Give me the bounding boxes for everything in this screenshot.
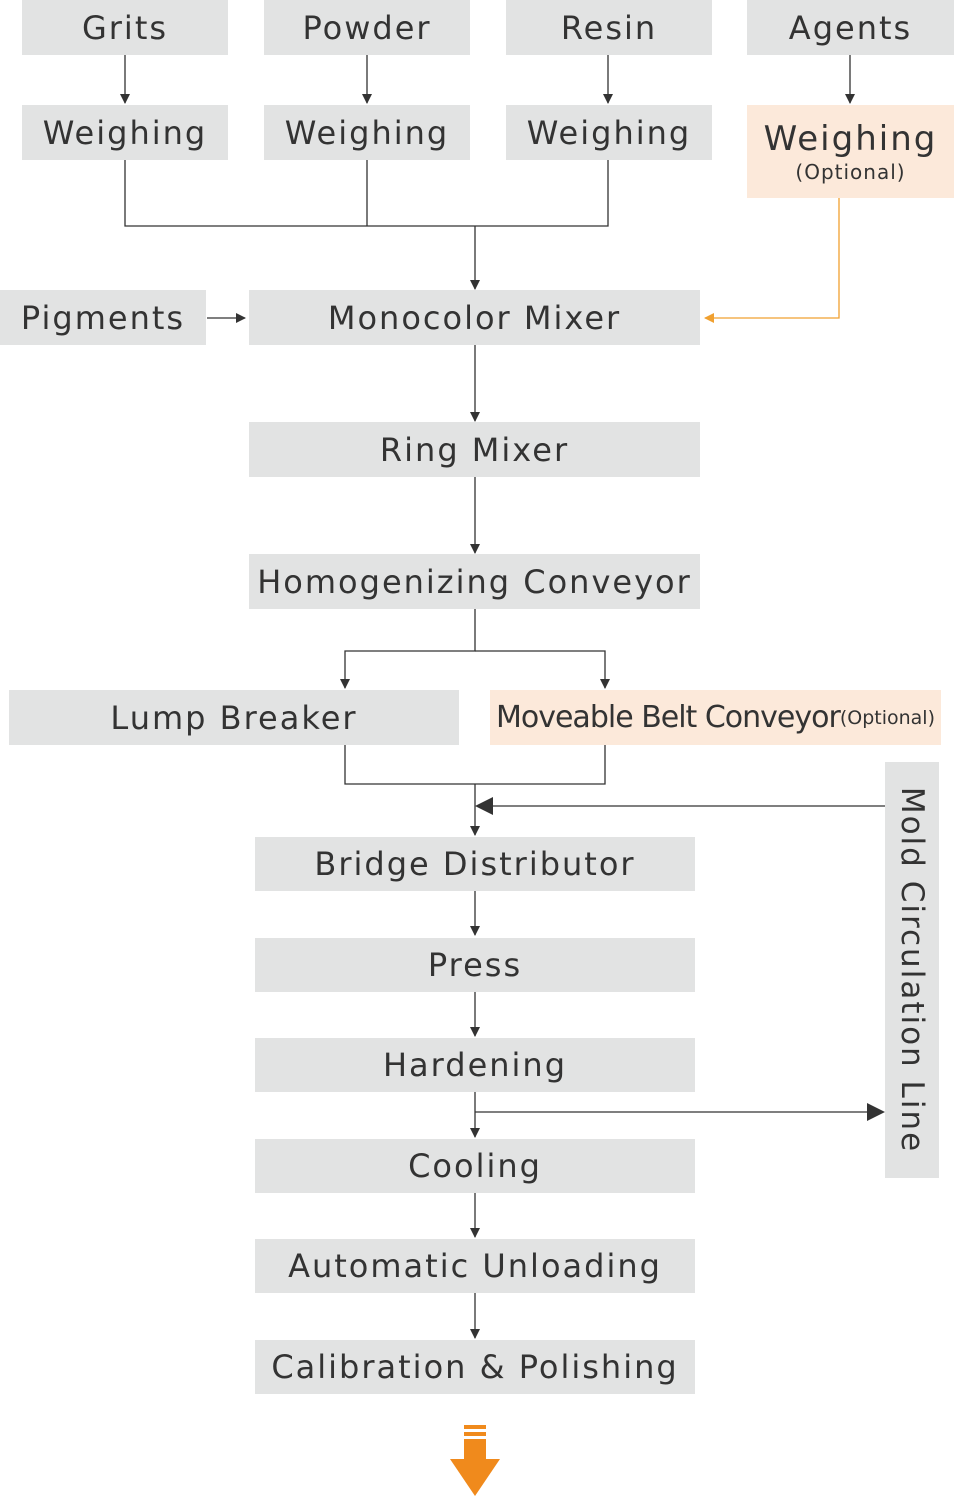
- node-mold-circulation-line: Mold Circulation Line: [885, 762, 939, 1178]
- weighing-label: Weighing: [763, 118, 938, 159]
- node-homogenizing-conveyor: Homogenizing Conveyor: [249, 554, 700, 609]
- node-agents-label: Agents: [788, 8, 913, 47]
- weighing-label: Weighing: [284, 113, 450, 152]
- node-weighing-powder: Weighing: [264, 105, 470, 160]
- node-monocolor-mixer: Monocolor Mixer: [249, 290, 700, 345]
- arrow-agents-optional: [704, 198, 840, 323]
- node-hardening-label: Hardening: [382, 1046, 568, 1084]
- node-moveable-belt-conveyor-label: Moveable Belt Conveyor: [495, 700, 841, 735]
- node-hardening: Hardening: [255, 1038, 695, 1092]
- node-calibration-polishing-label: Calibration & Polishing: [271, 1348, 679, 1386]
- optional-note: (Optional): [795, 159, 906, 184]
- node-press: Press: [255, 938, 695, 992]
- node-moveable-belt-conveyor-optional: Moveable Belt Conveyor(Optional): [490, 690, 941, 745]
- output-arrow-icon: [450, 1425, 500, 1496]
- node-grits: Grits: [22, 0, 228, 55]
- node-ring-mixer: Ring Mixer: [249, 422, 700, 477]
- weighing-label: Weighing: [526, 113, 692, 152]
- node-calibration-polishing: Calibration & Polishing: [255, 1340, 695, 1394]
- node-weighing-resin: Weighing: [506, 105, 712, 160]
- node-agents: Agents: [747, 0, 954, 55]
- node-resin-label: Resin: [560, 8, 658, 47]
- node-lump-breaker-label: Lump Breaker: [110, 698, 358, 737]
- node-press-label: Press: [427, 946, 523, 984]
- node-bridge-distributor-label: Bridge Distributor: [314, 845, 636, 883]
- node-weighing-grits: Weighing: [22, 105, 228, 160]
- optional-note: (Optional): [839, 706, 936, 729]
- node-bridge-distributor: Bridge Distributor: [255, 837, 695, 891]
- node-grits-label: Grits: [81, 8, 169, 47]
- node-mold-circulation-line-label: Mold Circulation Line: [894, 786, 930, 1154]
- merge-line: [344, 745, 606, 785]
- node-automatic-unloading: Automatic Unloading: [255, 1239, 695, 1293]
- node-cooling-label: Cooling: [408, 1147, 542, 1185]
- weighing-label: Weighing: [42, 113, 208, 152]
- node-monocolor-mixer-label: Monocolor Mixer: [327, 298, 622, 337]
- node-automatic-unloading-label: Automatic Unloading: [288, 1247, 662, 1285]
- node-homogenizing-conveyor-label: Homogenizing Conveyor: [257, 562, 692, 601]
- node-powder: Powder: [264, 0, 470, 55]
- node-pigments-label: Pigments: [20, 298, 186, 337]
- node-powder-label: Powder: [302, 8, 432, 47]
- node-cooling: Cooling: [255, 1139, 695, 1193]
- arrow-to-lump-breaker: [340, 609, 476, 689]
- node-pigments: Pigments: [0, 290, 206, 345]
- arrow-to-moveable-belt: [475, 650, 610, 689]
- node-ring-mixer-label: Ring Mixer: [379, 430, 570, 469]
- node-weighing-agents-optional: Weighing (Optional): [747, 105, 954, 198]
- node-resin: Resin: [506, 0, 712, 55]
- node-lump-breaker: Lump Breaker: [9, 690, 459, 745]
